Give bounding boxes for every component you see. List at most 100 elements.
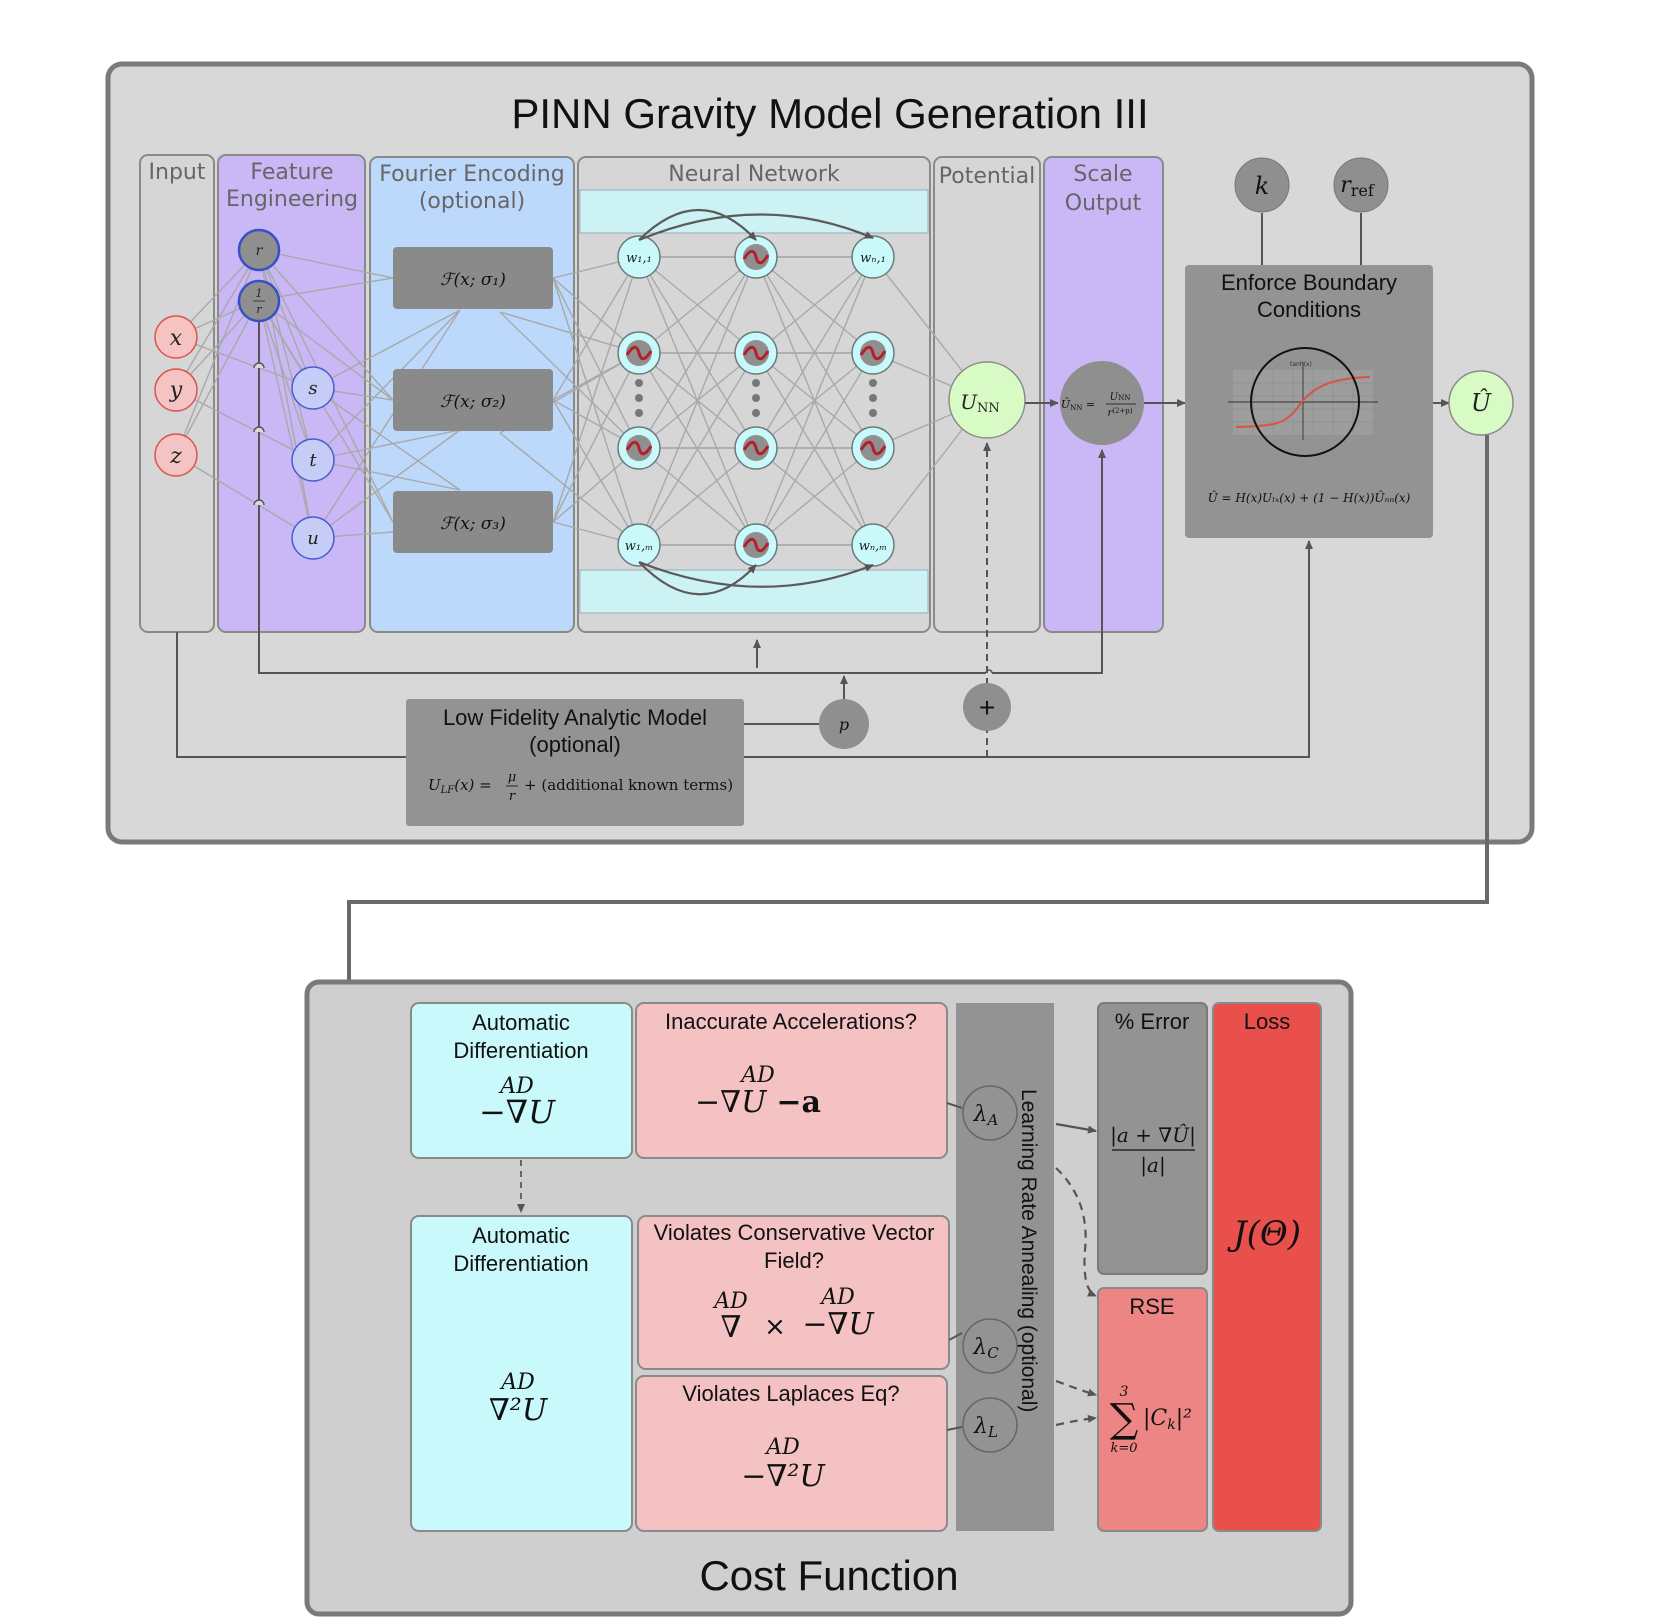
ad-box-1-ad: AD <box>498 1074 534 1099</box>
potential-label: Potential <box>939 164 1035 189</box>
lambda-c-node <box>962 1318 1018 1374</box>
feature-node-inv-r-den: r <box>256 303 262 316</box>
ad-box-2-formula: ∇²U <box>489 1393 549 1428</box>
fourier-box-1-label: ℱ(x; σ₁) <box>440 270 506 290</box>
fourier-label-2: (optional) <box>419 189 525 214</box>
rse-sum: ∑ <box>1110 1396 1139 1442</box>
fourier-box-2 <box>393 369 553 431</box>
low-fidelity-formula-num: μ <box>508 770 516 785</box>
scale-node <box>1060 361 1144 445</box>
input-label: Input <box>149 160 206 185</box>
low-fidelity-label-1: Low Fidelity Analytic Model <box>443 705 707 730</box>
nn-skip-arrows <box>638 209 874 596</box>
nn-column <box>577 156 931 633</box>
param-p-label: p <box>839 715 849 734</box>
feature-column <box>217 154 366 633</box>
feature-node-t <box>291 438 335 482</box>
boundary-label-1: Enforce Boundary <box>1221 270 1397 295</box>
input-node-z <box>154 433 198 477</box>
low-fidelity-formula-den: r <box>509 789 516 804</box>
input-node-x-label: x <box>170 326 183 351</box>
boundary-circle <box>1250 347 1360 457</box>
input-nodes: x y z <box>154 315 198 477</box>
rse-sum-top: 3 <box>1120 1384 1129 1400</box>
feature-node-s <box>291 366 335 410</box>
rse-box <box>1097 1287 1208 1532</box>
feature-label-2: Engineering <box>226 187 358 212</box>
output-node-label: Û <box>1471 388 1492 417</box>
annealing-label: Learning Rate Annealing (optional) <box>1017 1089 1040 1412</box>
sine-wave-icon <box>625 440 653 456</box>
low-fidelity-label-2: (optional) <box>529 732 621 757</box>
question-box-conservative <box>637 1215 950 1370</box>
lambda-a-label: λA <box>973 1102 999 1129</box>
ad-box-1-label-1: Automatic <box>472 1010 570 1035</box>
ad-box-1 <box>410 1002 633 1159</box>
param-rref-node <box>1333 157 1389 213</box>
potential-node <box>948 361 1026 439</box>
boundary-formula: Û = H(x)Uₗₓ(x) + (1 − H(x))Ûₙₙ(x) <box>1208 489 1411 505</box>
question-box-accel <box>635 1002 948 1159</box>
error-label: % Error <box>1115 1009 1190 1034</box>
question-box-laplace <box>635 1375 948 1532</box>
nn-node-label-0-3: w₁,ₘ <box>625 539 653 554</box>
question-box-conservative-times: × <box>764 1312 786 1342</box>
output-node <box>1448 370 1514 436</box>
ad-box-1-formula: −∇U <box>479 1093 556 1131</box>
loss-label: Loss <box>1244 1009 1290 1034</box>
ellipsis-dot <box>752 394 760 402</box>
fourier-box-2-label: ℱ(x; σ₂) <box>440 392 506 412</box>
sine-wave-icon <box>742 440 770 456</box>
fourier-boxes: ℱ(x; σ₁) ℱ(x; σ₂) ℱ(x; σ₃) <box>393 247 553 553</box>
ad-box-2 <box>410 1215 633 1532</box>
lambda-l-label: λL <box>973 1414 998 1441</box>
question-box-accel-label: Inaccurate Accelerations? <box>665 1009 917 1034</box>
rse-sum-bottom: k=0 <box>1110 1441 1137 1456</box>
question-box-laplace-ad: AD <box>764 1435 800 1460</box>
scale-formula-lhs: ÛNN = <box>1061 397 1095 412</box>
low-fidelity-formula-rest: + (additional known terms) <box>524 776 733 794</box>
ellipsis-dot <box>752 379 760 387</box>
ellipsis-dot <box>752 409 760 417</box>
fourier-label-1: Fourier Encoding <box>379 162 564 187</box>
low-fidelity-formula-lhs: ULF(x) = <box>428 776 492 796</box>
rse-term: |Ck|² <box>1143 1406 1192 1433</box>
lambda-a-node <box>962 1085 1018 1141</box>
ellipsis-dot <box>635 379 643 387</box>
nn-node-label-2-3: wₙ,ₘ <box>859 539 888 554</box>
question-box-conservative-label-1: Violates Conservative Vector <box>654 1220 935 1245</box>
ellipsis-dot <box>869 409 877 417</box>
question-box-laplace-label: Violates Laplaces Eq? <box>682 1381 899 1406</box>
ad-box-1-label-2: Differentiation <box>453 1038 588 1063</box>
feature-node-u <box>291 516 335 560</box>
param-p-node <box>819 699 869 749</box>
top-title: PINN Gravity Model Generation III <box>511 90 1148 137</box>
input-node-z-label: z <box>169 444 182 469</box>
feature-node-r-label: r <box>256 243 264 259</box>
question-box-conservative-label-2: Field? <box>764 1248 824 1273</box>
question-box-conservative-formula: −∇U <box>802 1307 875 1342</box>
scale-formula-num: UNN <box>1110 392 1131 403</box>
feature-node-s-label: s <box>308 378 317 399</box>
question-box-conservative-ad-a: AD <box>712 1289 748 1314</box>
nn-node-label-0-0: w₁,₁ <box>626 251 652 266</box>
input-node-x <box>154 315 198 359</box>
nn-node-label-2-0: wₙ,₁ <box>860 251 886 266</box>
routing-lines <box>176 321 1313 758</box>
feature-label-1: Feature <box>250 160 333 185</box>
sine-wave-icon <box>742 345 770 361</box>
nn-skip-band-bottom <box>579 569 929 614</box>
rse-label: RSE <box>1129 1294 1174 1319</box>
nn-label: Neural Network <box>668 162 840 187</box>
lambda-arrows <box>1055 1122 1097 1427</box>
question-box-accel-formula: −∇U−a <box>695 1085 821 1120</box>
lambda-c-label: λC <box>972 1335 999 1362</box>
sine-wave-icon <box>859 345 887 361</box>
sine-wave-icon <box>742 249 770 265</box>
nn-node-0-0 <box>617 235 661 279</box>
ellipsis-dot <box>869 394 877 402</box>
tanh-plot: tanh(x) <box>1228 361 1378 440</box>
plus-node <box>963 683 1011 731</box>
potential-node-label: UNN <box>960 390 1000 416</box>
